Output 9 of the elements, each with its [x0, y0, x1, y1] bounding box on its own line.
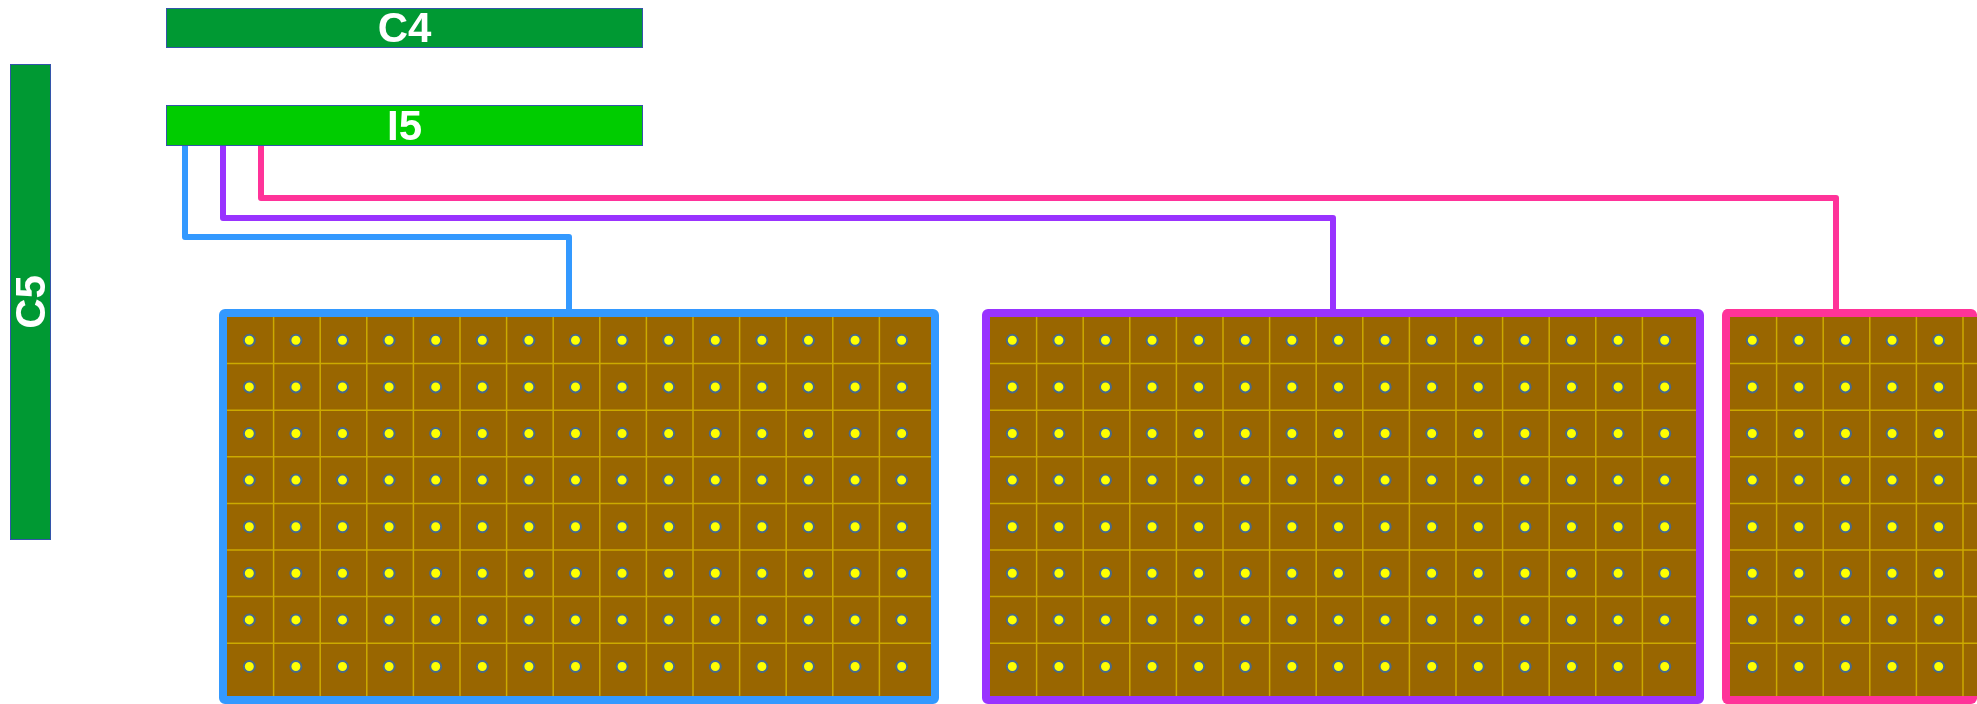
wire — [182, 146, 572, 309]
bar-label: C4 — [377, 7, 432, 49]
label-bar — [166, 105, 643, 146]
label-bar — [10, 64, 51, 540]
wire — [258, 146, 1839, 309]
bar-label: I5 — [387, 104, 422, 147]
bar-label: C5 — [9, 275, 52, 329]
wire — [220, 146, 1336, 309]
label-bar — [166, 8, 643, 48]
